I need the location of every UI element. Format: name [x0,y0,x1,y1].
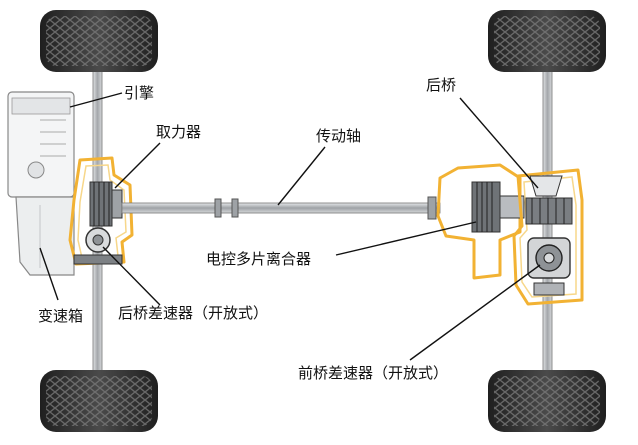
label-rear-diff: 后桥差速器（开放式） [118,304,269,322]
transfer-case-outline [68,156,134,266]
label-engine: 引擎 [124,84,155,102]
multi-plate-clutch [471,181,525,233]
leader-pto [114,142,161,189]
leader-rear-diff [102,246,161,306]
right-axle [542,54,553,396]
driveshaft [121,196,441,220]
label-driveshaft: 传动轴 [316,127,362,145]
ring-gear [525,175,573,225]
label-front-diff: 前桥差速器（开放式） [298,364,449,382]
clutch-housing-outline [436,163,522,280]
front-axle-differential-gear [527,237,571,296]
leader-front-diff [409,264,541,361]
label-pto: 取力器 [156,123,202,141]
engine-block [7,91,75,198]
gearbox-housing [15,196,75,276]
tire-bottom-left [40,370,158,432]
label-gearbox: 变速箱 [38,307,84,325]
front-axle-housing-outline [512,168,584,306]
leader-driveshaft [277,146,326,206]
leader-gearbox [39,247,59,301]
leader-clutch [335,221,477,256]
leader-engine [69,92,123,108]
rear-axle-differential-gear [73,227,123,265]
tire-top-left [40,10,158,72]
tire-top-right [488,10,606,72]
leader-rear-axle [459,97,539,189]
label-rear-axle: 后桥 [426,76,457,94]
label-clutch: 电控多片离合器 [206,250,312,268]
tire-bottom-right [488,370,606,432]
leader-lines [39,92,541,361]
pto-gears [89,181,123,227]
